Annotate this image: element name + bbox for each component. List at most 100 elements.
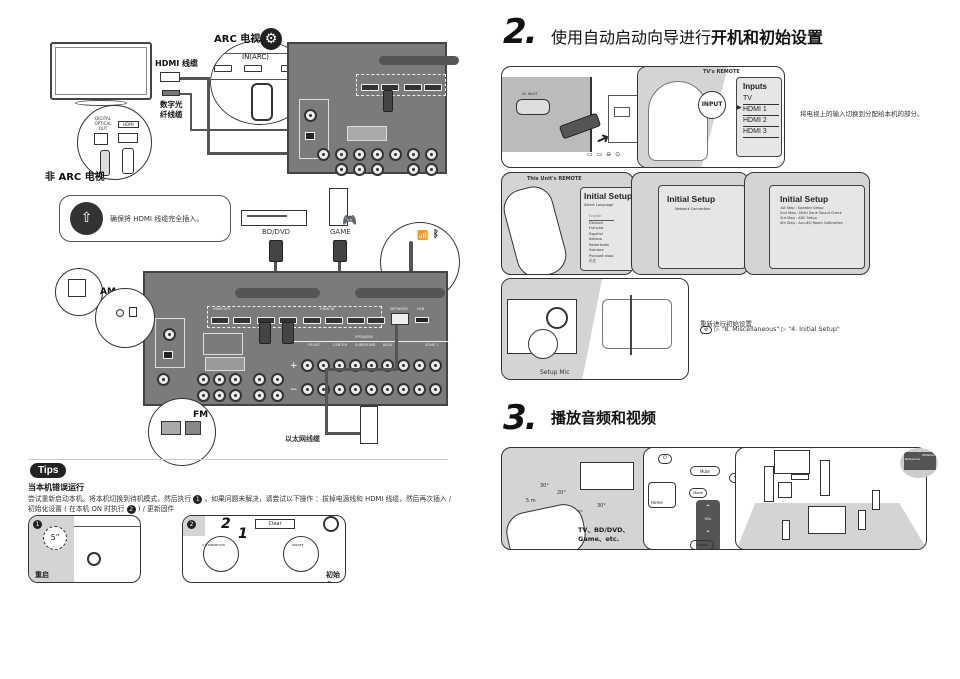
bd-dvd-label: BD/DVD [262, 228, 290, 236]
scene-button: Scene [690, 540, 714, 549]
language-setup-panel: This Unit's REMOTE Initial Setup Select … [501, 172, 634, 275]
hdmi-arc-port [244, 65, 262, 72]
clear-display: Clear [255, 519, 295, 529]
power-button [87, 552, 101, 566]
wifi-icon: 📶 [417, 231, 429, 241]
armchair [602, 299, 672, 349]
panel-2-number: 2 [187, 520, 196, 529]
non-arc-port-callout: DIGITAL OPTICAL OUT HDMI [77, 105, 152, 180]
input-option-tv[interactable]: TV [743, 94, 779, 105]
language-option[interactable]: English [589, 214, 614, 221]
vol-up-icon: ⌃ [705, 504, 711, 511]
step-1-badge: 1 [193, 494, 203, 504]
input-option-hdmi2[interactable]: HDMI 2 [743, 116, 779, 127]
subwoofer [778, 482, 792, 498]
onoff-button-callout: ON/OFF [283, 536, 319, 572]
ac-inlet-panel: AC INLET ➜ ▭ ▭ ⊖ ⊙ [501, 66, 653, 168]
unit-remote-label: This Unit's REMOTE [527, 176, 582, 182]
fm-antenna-callout [148, 398, 216, 466]
setup-step: 3rd Step : ARC Setup [780, 216, 817, 220]
in-arc-label: IN(ARC) [242, 53, 269, 61]
am-antenna-callout [55, 268, 103, 316]
initialize-panel: 2 2 1 Clear ⏻ STANDBY/ON ON/OFF 初始化 [182, 515, 346, 583]
setup-step: 2nd Step : Multi Zone Sound Check [780, 211, 842, 215]
usb-port [415, 317, 429, 323]
center-speaker [791, 474, 809, 480]
gear-icon: ⚙ [260, 28, 282, 50]
language-option[interactable]: Svenska [589, 248, 604, 252]
home-theater-panel [735, 447, 927, 550]
receiver-rear-panel-main: HDMI OUT HDMI IN NETWORK USB SPEAKERS FR… [143, 271, 450, 406]
hdmi-cable [180, 77, 210, 80]
optical-cable-label: 数字光 纤线缆 [160, 100, 183, 119]
inputs-menu: Inputs TV HDMI 1 HDMI 2 HDMI 3 ▶ [736, 77, 782, 157]
restart-caption: 重启 [35, 571, 49, 579]
gamepad-icon: 🎮 [342, 213, 357, 227]
step-3-title: 播放音频和视频 [551, 409, 657, 427]
mode-button: Mode [689, 488, 707, 498]
person-watching-tv [648, 81, 708, 161]
optical-connector [162, 90, 180, 96]
non-arc-tv-label: 非 ARC 电视 [45, 172, 105, 183]
input-button: INPUT [698, 91, 726, 119]
am-terminal-callout [95, 288, 155, 348]
language-option[interactable]: Nederlands [589, 242, 609, 247]
back-speaker [872, 490, 880, 510]
language-option[interactable]: 中文 [589, 259, 596, 263]
redo-setup-path: ⚙ ▷ "8. Miscellaneous" ▷ "4. Initial Set… [700, 326, 840, 334]
surround-right-speaker [858, 510, 866, 530]
bd-dvd-player [241, 210, 307, 226]
tv-illustration [50, 42, 152, 100]
input-option-hdmi3[interactable]: HDMI 3 [743, 127, 779, 138]
ac-inlet-label: AC INLET [522, 92, 538, 96]
redo-setup-title: 重新进行初始设置 [700, 320, 752, 328]
bluetooth-icon: ᛒ [433, 229, 439, 240]
unit-remote [502, 182, 571, 274]
setup-mic-panel: Setup Mic [501, 278, 689, 380]
receiver-knob [546, 307, 568, 329]
setup-step: 1st Step : Speaker Setup [780, 206, 824, 210]
power-button-icon: ⏻ [658, 454, 672, 464]
initialize-caption: 初始化 [326, 571, 340, 582]
setup-button-icon: ⚙ [700, 326, 713, 334]
manual-callout: MANUAL Reference [900, 448, 938, 478]
tips-badge: Tips [30, 463, 67, 478]
language-option[interactable]: Italiano [589, 237, 602, 241]
tips-body-line2: 初始化设置 ( 在本机 ON 时执行 2 ) / 更新固件 [28, 504, 175, 514]
step-3-number: 3. [503, 398, 538, 438]
language-option[interactable]: Français [589, 226, 604, 230]
step-2-number: 2. [503, 12, 538, 52]
tv-stand [75, 100, 127, 106]
standby-button-callout: ⏻ STANDBY/ON [202, 536, 239, 572]
panel-1-number: 1 [33, 520, 42, 529]
step-2-badge: 2 [126, 504, 136, 514]
tv-remote-label: TV's REMOTE [703, 69, 740, 75]
setup-mic-label: Setup Mic [540, 369, 570, 376]
volume-knob [323, 516, 339, 532]
language-option[interactable]: Deutsch [589, 220, 604, 225]
ethernet-cable-label: 以太网线缆 [285, 435, 320, 443]
inputs-title: Inputs [743, 82, 767, 91]
setup-mic-cable [528, 329, 558, 359]
hdmi-connector [160, 72, 180, 82]
tripod-icon [630, 295, 632, 355]
language-option[interactable]: Español [589, 231, 603, 236]
mute-button: Mute [690, 466, 720, 476]
front-right-speaker [820, 460, 830, 496]
source-label: TV、BD/DVD、 Game、etc. [578, 526, 630, 543]
sofa [808, 506, 846, 534]
arc-tv-label: ARC 电视 [214, 34, 261, 45]
selected-arrow-icon: ▶ [737, 104, 742, 111]
input-option-hdmi1[interactable]: HDMI 1 [743, 105, 779, 116]
tv-screen [774, 450, 810, 474]
restart-panel: 1 5" 重启 [28, 515, 141, 583]
language-option[interactable]: Русский язык [589, 253, 614, 258]
hdmi-note-text: 确保将 HDMI 线缆完全插入。 [110, 215, 204, 223]
tips-body-line1: 尝试重新启动本机。将本机切换到待机模式，然后执行 1 。如果问题未解决，请尝试以… [28, 494, 452, 504]
manual-book-icon: MANUAL Reference [904, 452, 936, 470]
vol-down-icon: ⌄ [705, 527, 711, 534]
